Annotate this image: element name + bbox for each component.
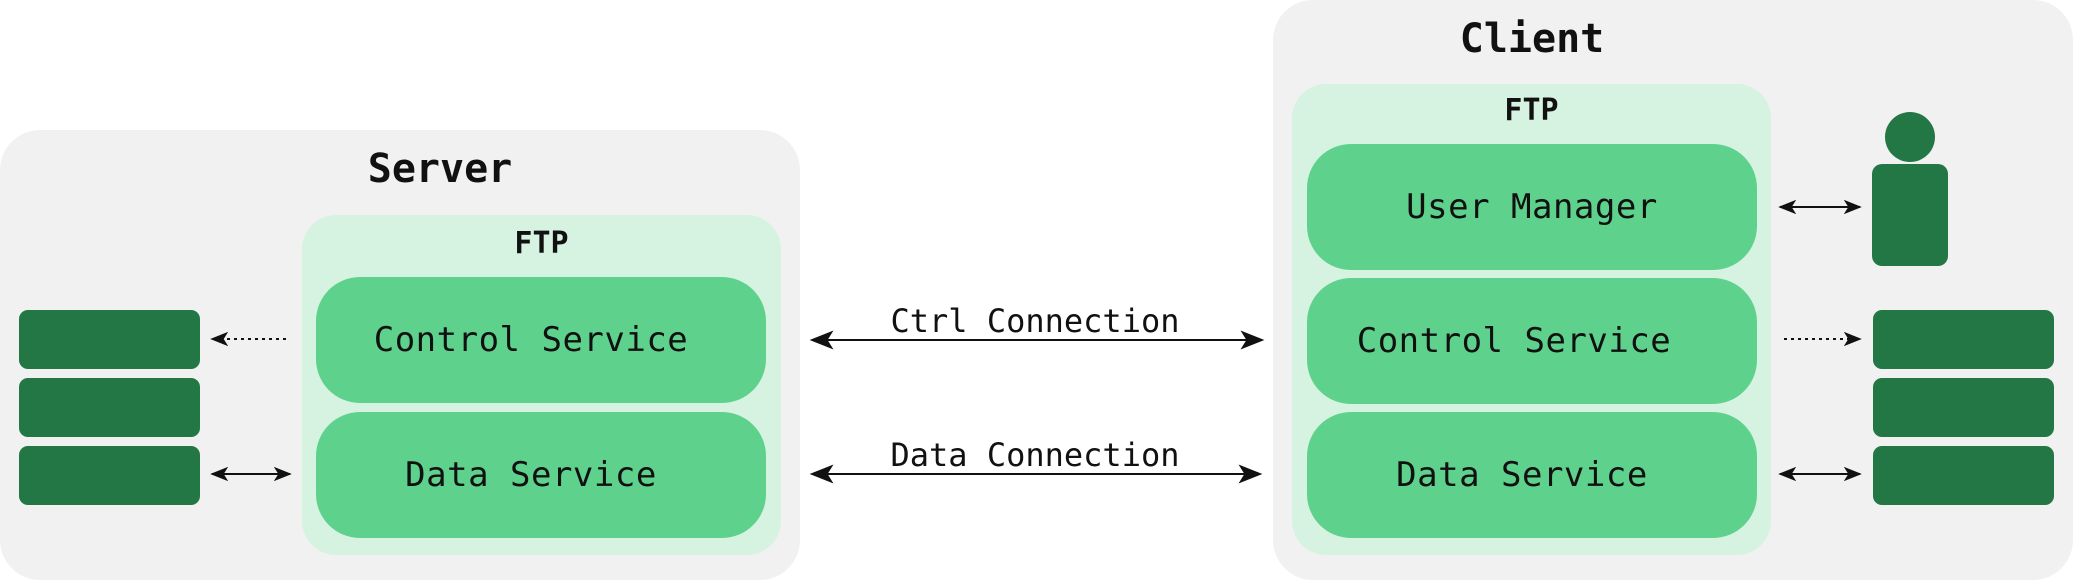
user-body-icon xyxy=(1872,164,1948,266)
user-icon xyxy=(1872,112,1948,266)
client-data-service: Data Service xyxy=(1307,412,1757,538)
client-storage-block-2 xyxy=(1873,378,2054,437)
client-storage-block-1 xyxy=(1873,310,2054,369)
server-control-service: Control Service xyxy=(316,277,766,403)
server-title: Server xyxy=(367,146,513,192)
server-ftp-label: FTP xyxy=(514,226,569,261)
server-storage-block-2 xyxy=(19,378,200,437)
server-storage-block-3 xyxy=(19,446,200,505)
server-data-service: Data Service xyxy=(316,412,766,538)
client-ftp-label: FTP xyxy=(1504,93,1559,128)
client-storage-block-3 xyxy=(1873,446,2054,505)
server-storage-block-1 xyxy=(19,310,200,369)
user-head-icon xyxy=(1885,112,1935,162)
client-title: Client xyxy=(1459,16,1605,62)
client-control-service: Control Service xyxy=(1307,278,1757,404)
client-user-manager: User Manager xyxy=(1307,144,1757,270)
